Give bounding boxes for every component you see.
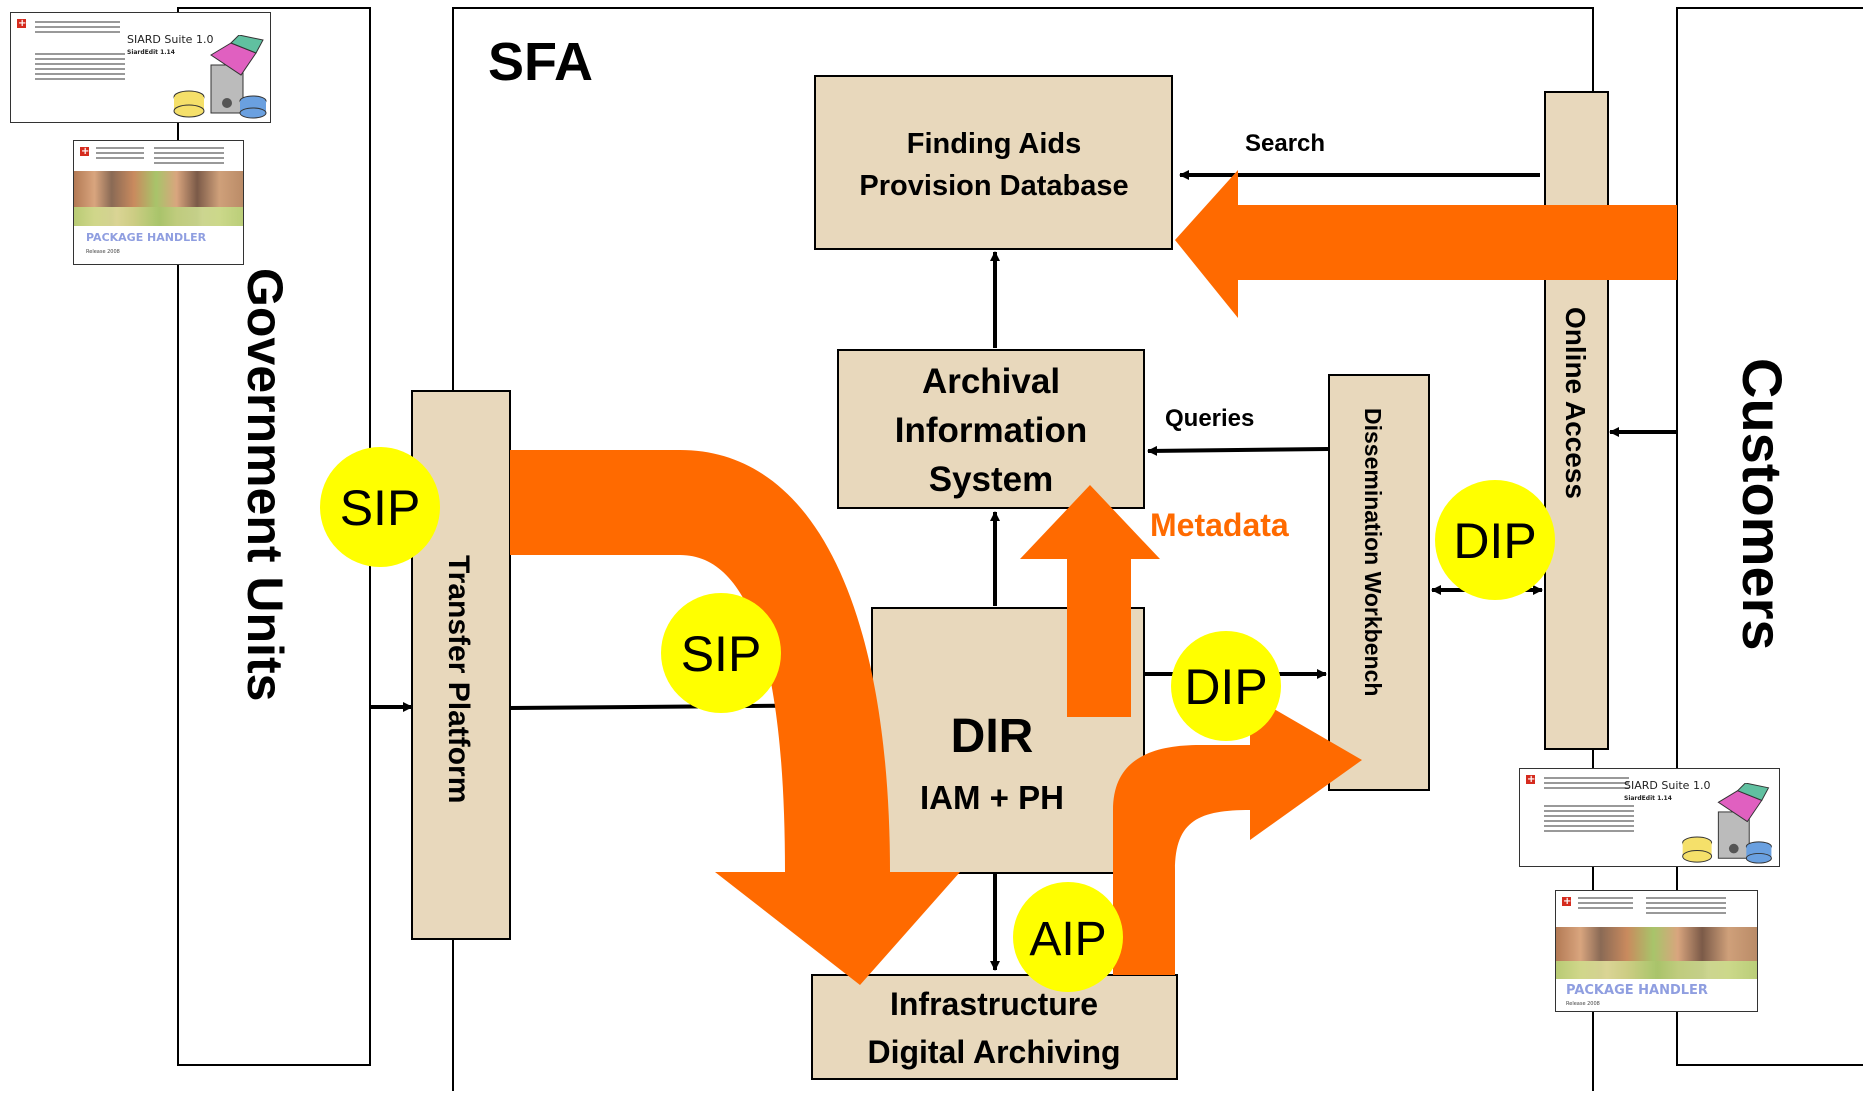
connectors [370,170,1677,971]
infrastructure-line-2: Digital Archiving [867,1034,1120,1070]
ais-line-3: System [929,460,1054,499]
dip-badge-mid [1171,631,1281,741]
infrastructure-line-1: Infrastructure [890,986,1098,1022]
siard-title: SIARD Suite 1.0 [1624,779,1711,792]
archival-information-system-box [837,349,1145,509]
dip-badge-mid-label: DIP [1184,659,1267,715]
customers-frame [1676,7,1863,1066]
swiss-flag-icon [1562,897,1571,906]
swiss-flag-icon [80,147,89,156]
package-handler-release: Release 2008 [1566,1001,1600,1007]
aip-badge-label: AIP [1029,913,1106,966]
sip-badge-outer [320,447,440,567]
customers-label: Customers [1731,358,1794,651]
agency-text-lines [1544,777,1629,792]
agency-text-lines [96,147,144,162]
metadata-flow [1020,485,1160,717]
package-handler-banner-image [74,171,243,226]
dir-subtitle: IAM + PH [920,779,1064,816]
dir-title: DIR [951,710,1034,763]
ais-line-1: Archival [922,362,1060,401]
finding-aids-box [814,75,1173,250]
agency-text-lines [1578,897,1633,912]
department-text-lines [154,147,224,167]
sip-badge-inner-label: SIP [681,626,762,682]
dissemination-workbench-label: Dissemination Workbench [1360,408,1386,696]
siard-suite-thumbnail: SIARD Suite 1.0 SiardEdit 1.14 [10,12,271,123]
swiss-flag-icon [17,19,26,28]
package-badges: SIP SIP DIP DIP AIP [320,447,1555,992]
metadata-label: Metadata [1150,507,1289,543]
sfa-title: SFA [488,32,593,92]
infrastructure-box [811,974,1178,1080]
department-text-lines [35,53,125,83]
siard-subtitle: SiardEdit 1.14 [127,49,175,56]
aip-badge [1013,882,1123,992]
agency-text-lines [35,21,120,36]
siard-subtitle: SiardEdit 1.14 [1624,795,1672,802]
dip-badge-right [1435,480,1555,600]
online-access-box [1544,91,1609,750]
ais-line-2: Information [895,411,1087,450]
customers-to-finding-aids-flow [1175,170,1677,318]
finding-aids-subtitle: Provision Database [859,170,1128,202]
sip-badge-inner [661,593,781,713]
dissemination-workbench-box [1328,374,1430,791]
dip-badge-right-label: DIP [1453,513,1536,569]
government-units-label: Government Units [237,268,293,701]
department-text-lines [1544,805,1634,835]
transfer-platform-label: Transfer Platform [442,555,475,803]
package-handler-banner-image [1556,927,1757,979]
sip-ingest-flow [510,450,960,985]
package-handler-release: Release 2008 [86,249,120,255]
online-access-label: Online Access [1560,307,1591,499]
siard-suite-thumbnail-right: SIARD Suite 1.0 SiardEdit 1.14 [1519,768,1780,867]
aip-dissemination-flow [1113,695,1362,975]
queries-label: Queries [1165,405,1254,432]
package-handler-thumbnail-right: PACKAGE HANDLER Release 2008 [1555,890,1758,1012]
orange-flows [510,170,1677,985]
search-label: Search [1245,130,1325,157]
swiss-flag-icon [1526,775,1535,784]
package-handler-title: PACKAGE HANDLER [1566,983,1708,998]
finding-aids-title: Finding Aids [907,128,1082,160]
sip-badge-outer-label: SIP [340,480,421,536]
siard-title: SIARD Suite 1.0 [127,33,214,46]
department-text-lines [1646,897,1726,917]
database-cylinders-icon [1682,783,1772,864]
package-handler-thumbnail: PACKAGE HANDLER Release 2008 [73,140,244,265]
queries-arrow [1147,445,1329,456]
package-handler-title: PACKAGE HANDLER [86,231,207,244]
database-cylinders-icon [173,35,267,119]
